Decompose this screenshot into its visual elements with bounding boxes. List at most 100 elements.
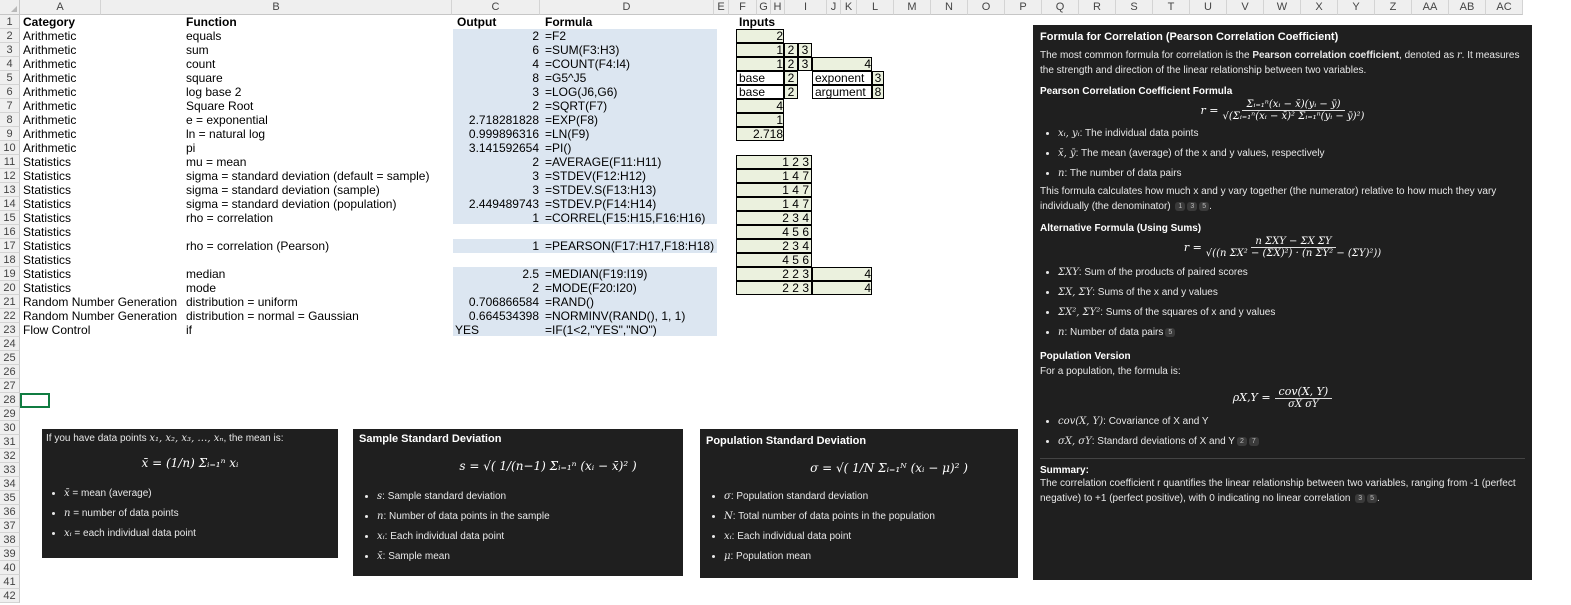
- table-cell-output[interactable]: 2: [532, 99, 539, 113]
- column-header-w[interactable]: W: [1264, 0, 1301, 15]
- table-cell-category[interactable]: Statistics: [23, 183, 72, 197]
- input-cell[interactable]: 4: [736, 99, 784, 113]
- table-cell-category[interactable]: Random Number Generation: [23, 309, 178, 323]
- table-cell-category[interactable]: Statistics: [23, 197, 72, 211]
- table-cell-formula[interactable]: [545, 225, 717, 239]
- table-cell-formula[interactable]: =RAND(): [545, 295, 595, 309]
- input-cell[interactable]: 1: [736, 43, 784, 57]
- table-cell-category[interactable]: Statistics: [23, 211, 72, 225]
- table-cell-function[interactable]: sum: [186, 43, 209, 57]
- table-cell-output[interactable]: 3: [532, 183, 539, 197]
- input-cell[interactable]: 3: [798, 43, 812, 57]
- table-cell-formula[interactable]: =PI(): [545, 141, 572, 155]
- citation-badge[interactable]: 5: [1199, 201, 1210, 211]
- header-output[interactable]: Output: [457, 15, 497, 29]
- label-cell[interactable]: argument: [812, 85, 872, 99]
- input-cell[interactable]: 1 4 7: [736, 169, 812, 183]
- table-cell-category[interactable]: Arithmetic: [23, 127, 77, 141]
- citation-badge[interactable]: 2: [1236, 436, 1247, 446]
- row-header-12[interactable]: 12: [0, 169, 20, 183]
- row-header-28[interactable]: 28: [0, 393, 20, 407]
- input-cell[interactable]: 2 2 3: [736, 281, 812, 295]
- table-cell-category[interactable]: Flow Control: [23, 323, 91, 337]
- citation-badge[interactable]: 3: [1355, 493, 1366, 503]
- row-header-6[interactable]: 6: [0, 85, 20, 99]
- table-cell-formula[interactable]: =PEARSON(F17:H17,F18:H18): [545, 239, 715, 253]
- table-cell-formula[interactable]: =F2: [545, 29, 567, 43]
- table-cell-function[interactable]: ln = natural log: [186, 127, 266, 141]
- row-header-15[interactable]: 15: [0, 211, 20, 225]
- table-cell-output[interactable]: 2.5: [522, 267, 539, 281]
- table-cell-formula[interactable]: =LN(F9): [545, 127, 590, 141]
- table-cell-formula[interactable]: =NORMINV(RAND(), 1, 1): [545, 309, 686, 323]
- select-all-corner[interactable]: [0, 0, 20, 15]
- table-cell-formula[interactable]: =SQRT(F7): [545, 99, 608, 113]
- table-cell-function[interactable]: Square Root: [186, 99, 254, 113]
- input-cell[interactable]: 4 5 6: [736, 253, 812, 267]
- table-cell-formula[interactable]: =IF(1<2,"YES","NO"): [545, 323, 657, 337]
- row-header-18[interactable]: 18: [0, 253, 20, 267]
- input-cell[interactable]: 2.718: [736, 127, 784, 141]
- input-cell[interactable]: 4: [812, 267, 872, 281]
- table-cell-function[interactable]: [186, 225, 454, 239]
- column-header-s[interactable]: S: [1116, 0, 1153, 15]
- row-header-4[interactable]: 4: [0, 57, 20, 71]
- input-cell[interactable]: 2 3 4: [736, 239, 812, 253]
- column-header-aa[interactable]: AA: [1412, 0, 1449, 15]
- table-cell-output[interactable]: [455, 225, 539, 239]
- table-cell-output[interactable]: 2: [532, 281, 539, 295]
- table-cell-output[interactable]: 4: [532, 57, 539, 71]
- row-header-10[interactable]: 10: [0, 141, 20, 155]
- table-cell-category[interactable]: Statistics: [23, 267, 72, 281]
- column-header-q[interactable]: Q: [1042, 0, 1079, 15]
- row-header-42[interactable]: 42: [0, 589, 20, 603]
- column-header-g[interactable]: G: [757, 0, 771, 15]
- table-cell-category[interactable]: Arithmetic: [23, 29, 77, 43]
- table-cell-formula[interactable]: =MEDIAN(F19:I19): [545, 267, 648, 281]
- table-cell-category[interactable]: Arithmetic: [23, 113, 77, 127]
- table-cell-output[interactable]: 0.706866584: [468, 295, 539, 309]
- column-header-ab[interactable]: AB: [1449, 0, 1486, 15]
- table-cell-output[interactable]: 1: [532, 211, 539, 225]
- table-cell-output[interactable]: 0.999896316: [468, 127, 539, 141]
- table-cell-function[interactable]: mode: [186, 281, 217, 295]
- table-cell-output[interactable]: [455, 253, 539, 267]
- row-header-24[interactable]: 24: [0, 337, 20, 351]
- column-header-m[interactable]: M: [894, 0, 931, 15]
- row-header-1[interactable]: 1: [0, 15, 20, 29]
- table-cell-category[interactable]: Statistics: [23, 253, 72, 267]
- row-header-23[interactable]: 23: [0, 323, 20, 337]
- table-cell-formula[interactable]: =AVERAGE(F11:H11): [545, 155, 662, 169]
- table-cell-output[interactable]: 6: [532, 43, 539, 57]
- table-cell-function[interactable]: distribution = uniform: [186, 295, 298, 309]
- row-header-14[interactable]: 14: [0, 197, 20, 211]
- column-header-u[interactable]: U: [1190, 0, 1227, 15]
- table-cell-formula[interactable]: =STDEV.S(F13:H13): [545, 183, 657, 197]
- table-cell-function[interactable]: sigma = standard deviation (sample): [186, 183, 380, 197]
- row-header-17[interactable]: 17: [0, 239, 20, 253]
- table-cell-category[interactable]: Arithmetic: [23, 85, 77, 99]
- row-header-36[interactable]: 36: [0, 505, 20, 519]
- row-header-22[interactable]: 22: [0, 309, 20, 323]
- table-cell-category[interactable]: Arithmetic: [23, 141, 77, 155]
- row-header-26[interactable]: 26: [0, 365, 20, 379]
- table-cell-formula[interactable]: =SUM(F3:H3): [545, 43, 620, 57]
- column-header-c[interactable]: C: [452, 0, 540, 15]
- input-cell[interactable]: 1 4 7: [736, 183, 812, 197]
- table-cell-function[interactable]: [186, 253, 454, 267]
- table-cell-output[interactable]: 3: [532, 85, 539, 99]
- column-header-l[interactable]: L: [857, 0, 894, 15]
- row-header-35[interactable]: 35: [0, 491, 20, 505]
- column-header-p[interactable]: P: [1005, 0, 1042, 15]
- input-cell[interactable]: 2: [736, 29, 784, 43]
- column-header-n[interactable]: N: [931, 0, 968, 15]
- row-header-13[interactable]: 13: [0, 183, 20, 197]
- header-formula[interactable]: Formula: [545, 15, 593, 29]
- row-header-7[interactable]: 7: [0, 99, 20, 113]
- column-header-o[interactable]: O: [968, 0, 1005, 15]
- table-cell-category[interactable]: Statistics: [23, 281, 72, 295]
- citation-badge[interactable]: 5: [1165, 327, 1176, 337]
- row-header-5[interactable]: 5: [0, 71, 20, 85]
- column-header-r[interactable]: R: [1079, 0, 1116, 15]
